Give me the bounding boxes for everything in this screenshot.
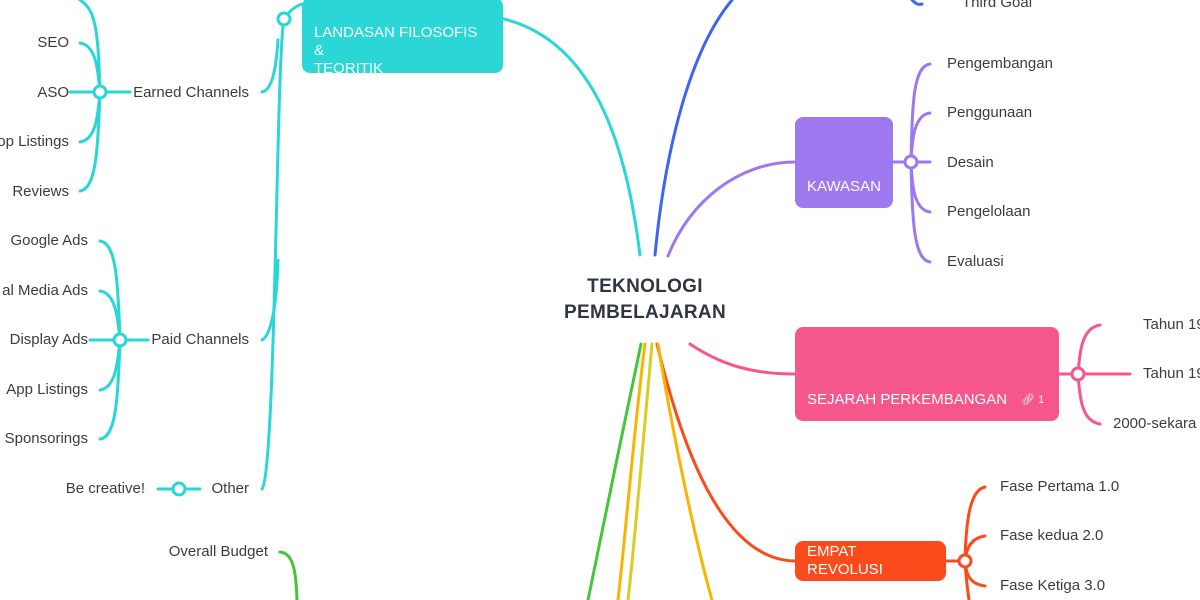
sejarah-item[interactable]: Tahun 19 bbox=[1143, 365, 1200, 382]
branch-yellow-3 bbox=[656, 342, 714, 600]
earned-item[interactable]: op Listings bbox=[0, 133, 69, 150]
paid-item[interactable]: App Listings bbox=[6, 381, 88, 398]
other-item[interactable]: Be creative! bbox=[65, 480, 145, 497]
earned-item[interactable]: ASO bbox=[37, 84, 69, 101]
toggle-revolusi bbox=[957, 553, 973, 569]
branch-blue bbox=[653, 0, 734, 257]
earned-item[interactable]: Reviews bbox=[12, 183, 69, 200]
earned-item[interactable]: SEO bbox=[37, 34, 69, 51]
node-revolusi[interactable]: EMPAT REVOLUSI bbox=[795, 541, 946, 581]
node-kawasan[interactable]: KAWASAN bbox=[795, 117, 893, 208]
blue-item[interactable]: Third Goal bbox=[962, 0, 1033, 11]
branch-revolusi bbox=[655, 342, 797, 563]
node-sejarah-label: SEJARAH PERKEMBANGAN bbox=[807, 391, 1008, 408]
sejarah-item[interactable]: 2000-sekara bbox=[1113, 415, 1197, 432]
toggle-earned bbox=[92, 84, 108, 100]
branch-landasan bbox=[498, 16, 642, 257]
branch-green bbox=[586, 342, 643, 600]
paid-item[interactable]: Google Ads bbox=[10, 232, 88, 249]
toggle-sejarah bbox=[1070, 366, 1086, 382]
link-icon[interactable]: 🔗︎ 1 bbox=[1021, 394, 1045, 406]
kawasan-item[interactable]: Penggunaan bbox=[947, 104, 1033, 121]
central-topic-line1: TEKNOLOGI bbox=[587, 276, 703, 297]
paid-channels-label[interactable]: Paid Channels bbox=[151, 331, 249, 348]
node-landasan[interactable]: LANDASAN FILOSOFIS & TEORITIK bbox=[302, 0, 503, 77]
node-landasan-line1: LANDASAN FILOSOFIS & bbox=[314, 24, 478, 59]
node-landasan-line2: TEORITIK bbox=[314, 60, 384, 77]
revolusi-item[interactable]: Fase Pertama 1.0 bbox=[1000, 478, 1120, 495]
toggle-kawasan bbox=[903, 154, 919, 170]
node-sejarah[interactable]: SEJARAH PERKEMBANGAN 🔗︎ 1 bbox=[795, 327, 1059, 421]
other-label[interactable]: Other bbox=[211, 480, 249, 497]
earned-channels-label[interactable]: Earned Channels bbox=[133, 84, 249, 101]
teal-spine bbox=[260, 17, 286, 491]
branch-sejarah bbox=[688, 342, 797, 376]
node-kawasan-label: KAWASAN bbox=[807, 178, 881, 195]
toggle-landasan bbox=[276, 11, 292, 27]
central-topic[interactable]: TEKNOLOGI PEMBELAJARAN bbox=[540, 274, 750, 326]
node-revolusi-label: EMPAT REVOLUSI bbox=[807, 543, 883, 578]
paid-item[interactable]: Display Ads bbox=[9, 331, 88, 348]
kawasan-item[interactable]: Desain bbox=[947, 154, 994, 171]
branch-budget bbox=[278, 550, 299, 600]
sejarah-item[interactable]: Tahun 19 bbox=[1143, 316, 1200, 333]
paid-item[interactable]: al Media Ads bbox=[2, 282, 88, 299]
kawasan-item[interactable]: Evaluasi bbox=[947, 253, 1004, 270]
branch-yellow-1 bbox=[616, 342, 647, 600]
toggle-other bbox=[171, 481, 187, 497]
kawasan-item[interactable]: Pengembangan bbox=[947, 55, 1053, 72]
toggle-paid bbox=[112, 332, 128, 348]
branch-kawasan bbox=[666, 160, 797, 258]
central-topic-line2: PEMBELAJARAN bbox=[564, 302, 726, 323]
kawasan-item[interactable]: Pengelolaan bbox=[947, 203, 1031, 220]
branch-yellow-2 bbox=[626, 342, 654, 600]
revolusi-item[interactable]: Fase Ketiga 3.0 bbox=[1000, 577, 1106, 594]
link-count: 1 bbox=[1038, 394, 1045, 406]
revolusi-item[interactable]: Fase kedua 2.0 bbox=[1000, 527, 1104, 544]
paid-item[interactable]: Sponsorings bbox=[4, 430, 88, 447]
overall-budget-label[interactable]: Overall Budget bbox=[168, 543, 268, 560]
